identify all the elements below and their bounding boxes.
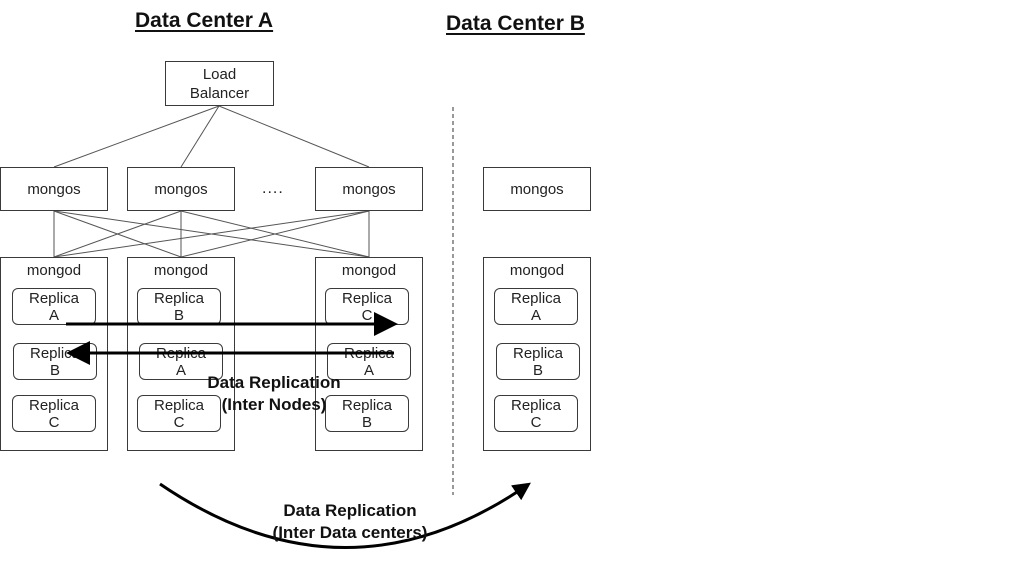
lb-to-mongos-2-line [180,105,220,168]
replica-letter: B [173,306,184,324]
inter-nodes-replication-label: Data Replication (Inter Nodes) [207,373,341,414]
inter-datacenter-replication-label: Data Replication (Inter Data centers) [272,501,428,542]
mongos-label: mongos [154,180,208,198]
mongos-label: mongos [27,180,81,198]
replica-letter: A [175,361,186,379]
replica-letter: A [48,306,59,324]
lb-to-mongos-3-line [218,105,370,168]
mongos-label: mongos [510,180,564,198]
replica-letter: B [49,361,60,379]
replica-letter: C [530,413,542,431]
mongos-box-a1: mongos [0,167,108,211]
mongod-label: mongod [26,262,82,279]
replica-letter: A [530,306,541,324]
replica-letter: C [48,413,60,431]
replica-letter: B [361,413,372,431]
mongod-label: mongod [341,262,397,279]
mongos-mongod-mesh [53,210,370,258]
replica-letter: C [173,413,185,431]
datacenter-a-heading: Data Center A [135,9,274,32]
load-balancer-label-line1: Load [202,65,237,83]
mongos-box-a2: mongos [127,167,235,211]
mongod-label: mongod [153,262,209,279]
mongos-label: mongos [342,180,396,198]
mongod-label: mongod [509,262,565,279]
mongos-box-a3: mongos [315,167,423,211]
replica-letter: C [361,306,373,324]
replica-letter: A [363,361,374,379]
datacenter-b-heading: Data Center B [446,12,585,35]
inter-datacenter-arrow [159,482,531,549]
lb-to-mongos-1-line [53,105,220,168]
mongos-box-b1: mongos [483,167,591,211]
mongos-ellipsis: .... [262,180,284,197]
load-balancer-box: Load Balancer [165,61,274,106]
load-balancer-label-line2: Balancer [189,84,250,102]
replica-letter: B [532,361,543,379]
